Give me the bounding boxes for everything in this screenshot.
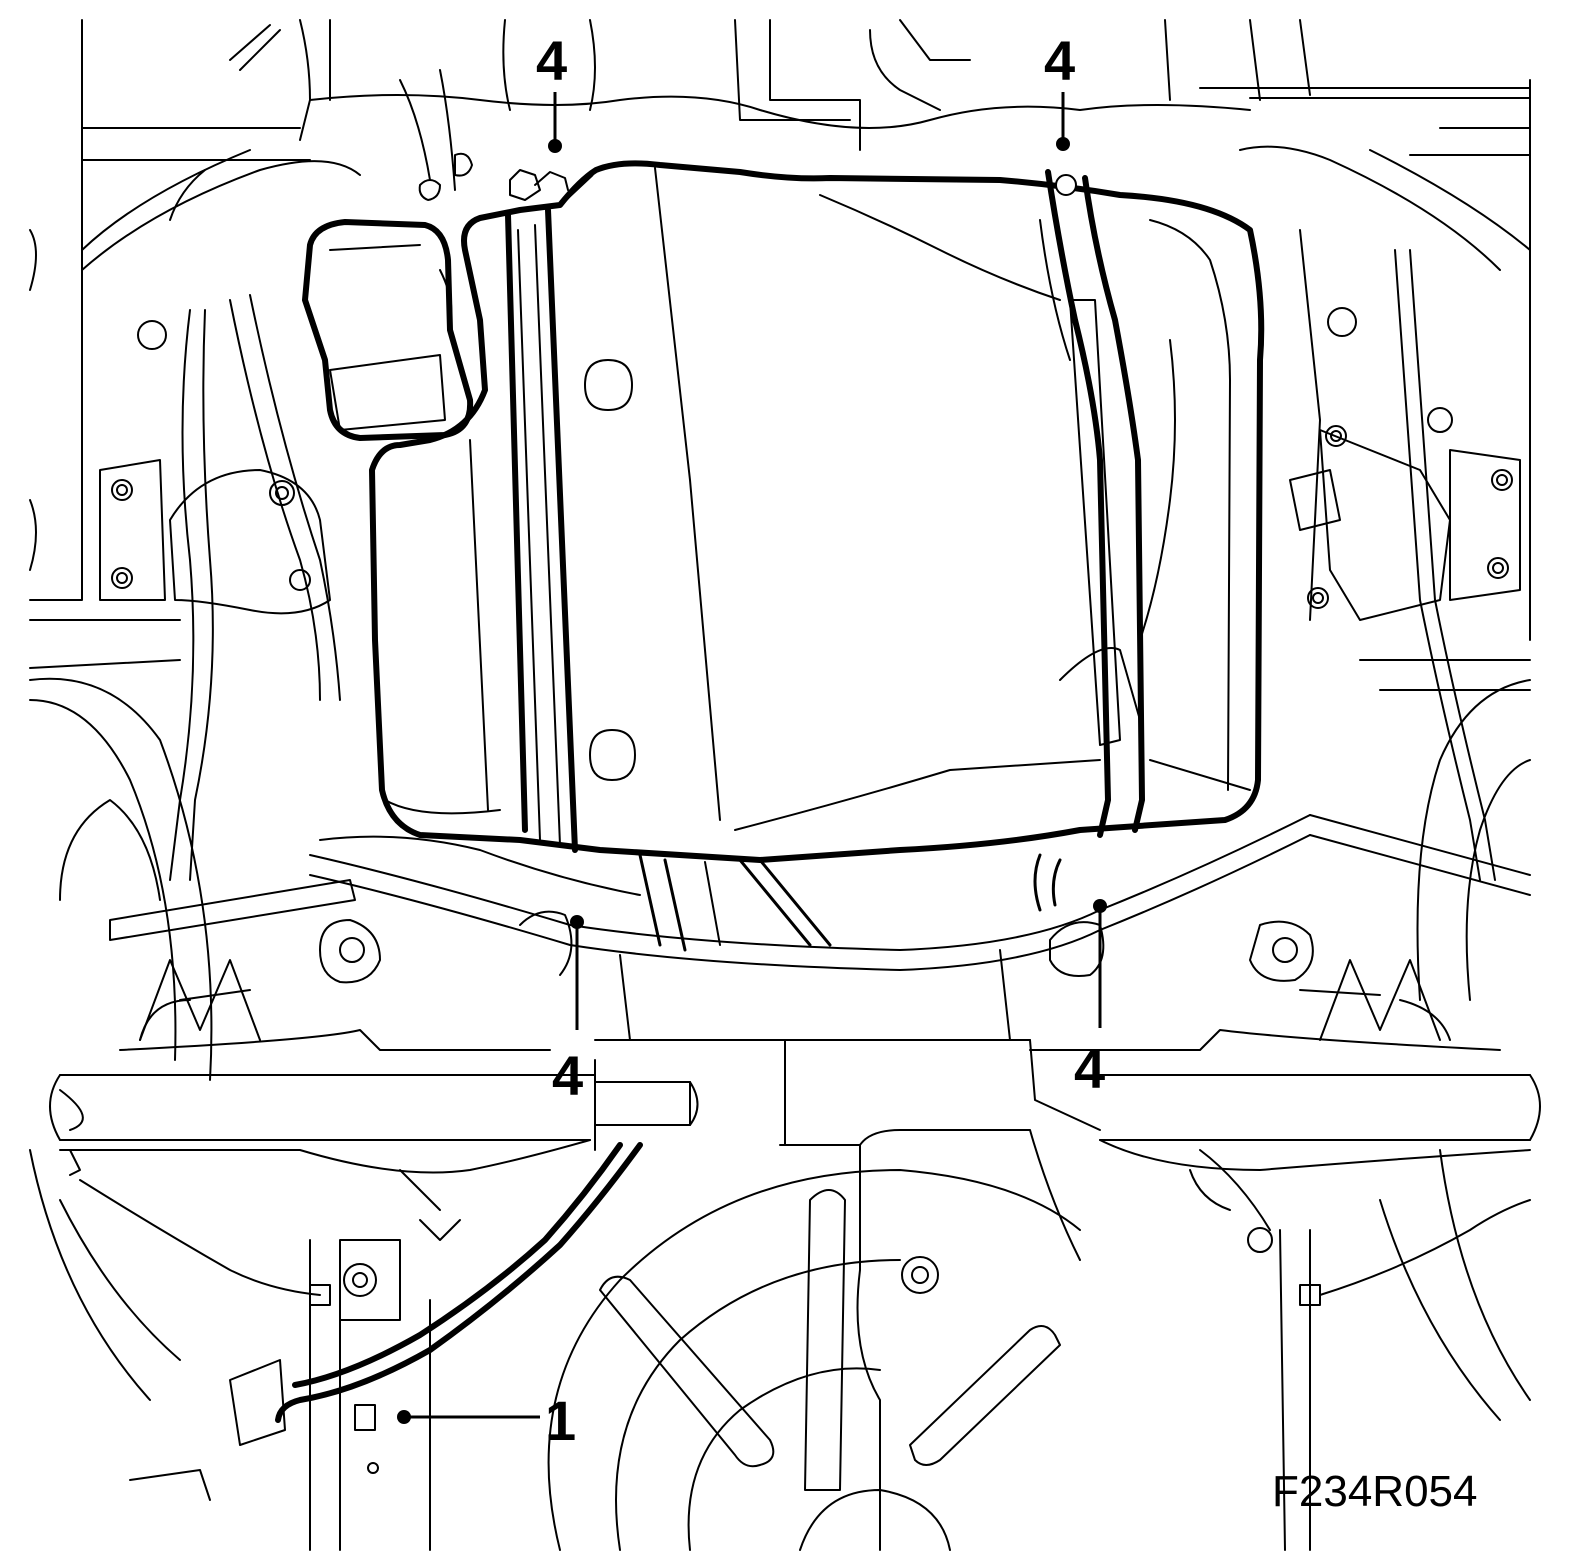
figure-code: F234R054 <box>1272 1467 1477 1516</box>
brake-hose <box>275 1142 643 1431</box>
callout-dot-bottom-left <box>570 915 584 929</box>
callout-label-bottom-left: 4 <box>552 1044 583 1107</box>
callout-dot-top-right <box>1056 137 1070 151</box>
callouts: 4 4 4 4 1 <box>397 29 1107 1452</box>
wheels <box>29 677 1531 1551</box>
callout-label-bottom-right: 4 <box>1074 1037 1105 1100</box>
rear-axle-beam <box>49 959 1541 1176</box>
cross-member <box>109 814 1531 1041</box>
callout-label-top-left: 4 <box>536 29 567 92</box>
fuel-tank <box>302 152 1265 952</box>
callout-dot-bottom-right <box>1093 899 1107 913</box>
lower-components <box>79 1129 1531 1551</box>
callout-dot-top-left <box>548 139 562 153</box>
callout-label-1: 1 <box>545 1389 576 1452</box>
callout-dot-1 <box>397 1410 411 1424</box>
chassis-linework <box>29 19 1531 881</box>
callout-label-top-right: 4 <box>1044 29 1075 92</box>
